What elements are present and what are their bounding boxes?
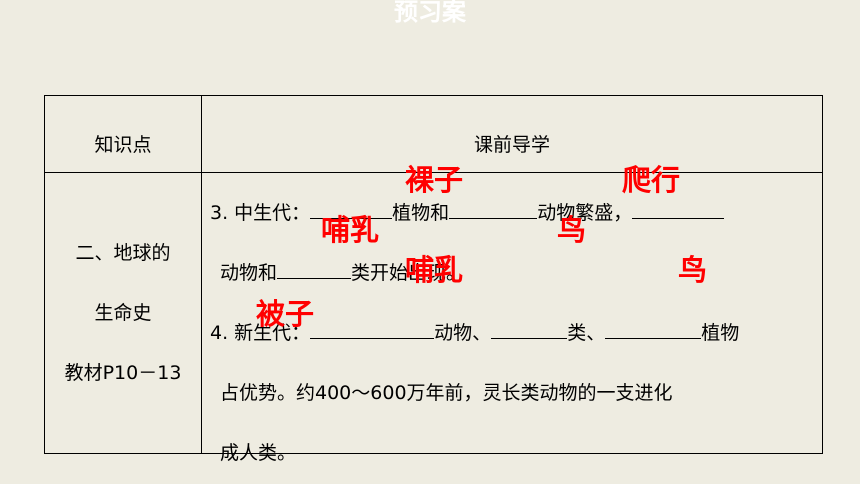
text-cenozoic: 4. 新生代：	[210, 322, 311, 344]
content-line-2: 动物和 类开始出现。	[220, 258, 465, 288]
answer-bird-2: 鸟	[678, 253, 708, 287]
content-line-1: 3. 中生代： 植物和 动物繁盛，	[210, 198, 725, 228]
blank-1	[310, 198, 393, 219]
text-animals-flourish: 动物繁盛，	[537, 202, 633, 224]
answer-reptile: 爬行	[622, 163, 681, 197]
knowledge-table: 知识点 课前导学 二、地球的 生命史 教材P10－13 3. 中生代：植物和动物…	[44, 95, 823, 464]
blank-6	[491, 318, 568, 339]
answer-mammal-2: 哺乳	[405, 253, 464, 287]
content-line-5: 成人类。	[220, 442, 297, 464]
text-class-appears: 类开始出现。	[351, 262, 466, 284]
topic-line-1: 二、地球的	[75, 242, 171, 264]
text-animals-comma: 动物、	[434, 322, 492, 344]
text-animals-and: 动物和	[220, 262, 278, 284]
text-plants: 植物	[701, 322, 740, 344]
text-class-comma: 类、	[567, 322, 606, 344]
content-cell: 3. 中生代： 植物和 动物繁盛， 动物和 类开始出现。 4. 新生代： 动物、 类、 植物…	[201, 172, 823, 464]
table-header-row: 知识点 课前导学	[44, 95, 823, 173]
page-title: 预习案	[394, 0, 466, 26]
header-preview-guide: 课前导学	[201, 95, 823, 173]
text-mesozoic: 3. 中生代：	[210, 202, 311, 224]
content-line-4: 占优势。约400～600万年前，灵长类动物的一支进化	[220, 382, 673, 404]
blank-7	[605, 318, 702, 339]
topic-cell: 二、地球的 生命史 教材P10－13	[44, 172, 202, 454]
blank-5	[310, 318, 435, 339]
content-line-3: 4. 新生代： 动物、 类、 植物	[210, 318, 739, 348]
answer-gymnosperm: 裸子	[405, 163, 464, 197]
answer-angiosperm: 被子	[256, 297, 315, 331]
header-knowledge-point: 知识点	[44, 95, 202, 173]
topic-line-3: 教材P10－13	[64, 362, 182, 384]
text-plants-and: 植物和	[392, 202, 450, 224]
answer-bird-1: 鸟	[557, 213, 587, 247]
table-row: 二、地球的 生命史 教材P10－13 3. 中生代： 植物和 动物繁盛， 动物和 类开…	[44, 172, 823, 464]
blank-4	[277, 258, 352, 279]
blank-2	[449, 198, 538, 219]
blank-3	[632, 198, 725, 219]
answer-mammal-1: 哺乳	[321, 213, 380, 247]
topic-line-2: 生命史	[94, 302, 152, 324]
